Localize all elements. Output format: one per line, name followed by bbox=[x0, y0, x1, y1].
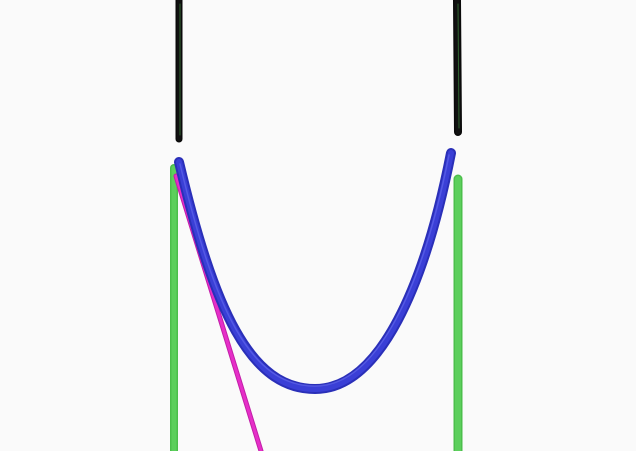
right-black-stroke bbox=[453, 0, 462, 136]
left-black-stroke bbox=[175, 0, 183, 143]
blue-curve-stroke bbox=[174, 148, 456, 394]
